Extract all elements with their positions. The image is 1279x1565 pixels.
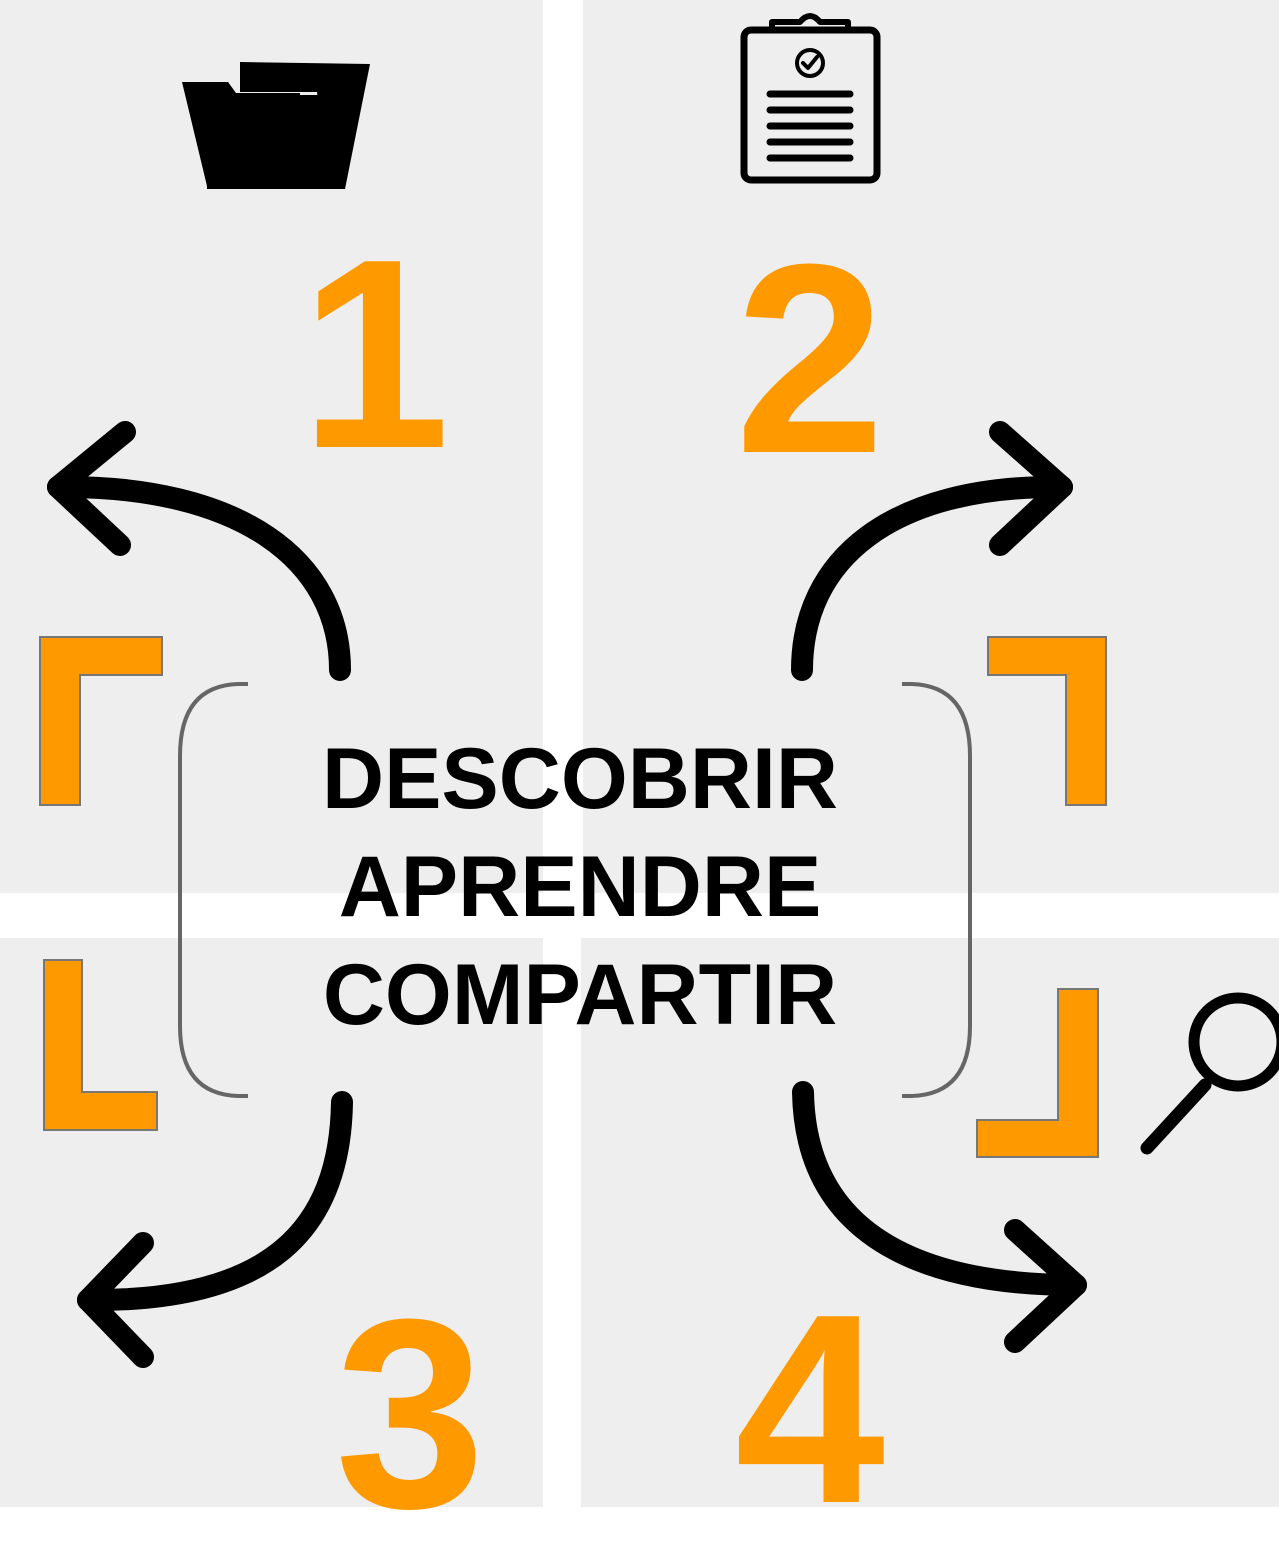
arrow-top-right bbox=[791, 421, 1073, 681]
bracket-left bbox=[178, 682, 248, 1098]
arrow-bottom-right bbox=[792, 1081, 1087, 1353]
clipboard-check-icon bbox=[740, 13, 881, 184]
magnifier-icon bbox=[1140, 992, 1279, 1155]
diagram-graphics bbox=[39, 13, 1279, 1368]
quadrant-4 bbox=[581, 938, 1279, 1507]
center-line-aprendre: APRENDRE bbox=[338, 839, 822, 935]
step-number-4: 4 bbox=[734, 1259, 886, 1560]
quadrant-2 bbox=[583, 0, 1279, 893]
center-line-descobrir: DESCOBRIR bbox=[321, 731, 839, 827]
step-number-1: 1 bbox=[299, 204, 451, 505]
folder-icon bbox=[182, 62, 370, 189]
center-line-compartir: COMPARTIR bbox=[322, 947, 838, 1043]
center-label: DESCOBRIR APRENDRE COMPARTIR bbox=[200, 725, 960, 1049]
orange-corner-top-right bbox=[987, 636, 1107, 806]
orange-corner-bottom-left bbox=[43, 959, 158, 1131]
bracket-right bbox=[902, 682, 972, 1098]
step-number-3: 3 bbox=[334, 1264, 486, 1565]
orange-corner-bottom-right bbox=[976, 988, 1099, 1158]
arrow-bottom-left bbox=[77, 1091, 353, 1368]
step-number-2: 2 bbox=[734, 209, 886, 510]
arrow-top-left bbox=[47, 421, 351, 681]
quadrant-3 bbox=[0, 938, 543, 1507]
orange-corner-top-left bbox=[39, 636, 163, 806]
